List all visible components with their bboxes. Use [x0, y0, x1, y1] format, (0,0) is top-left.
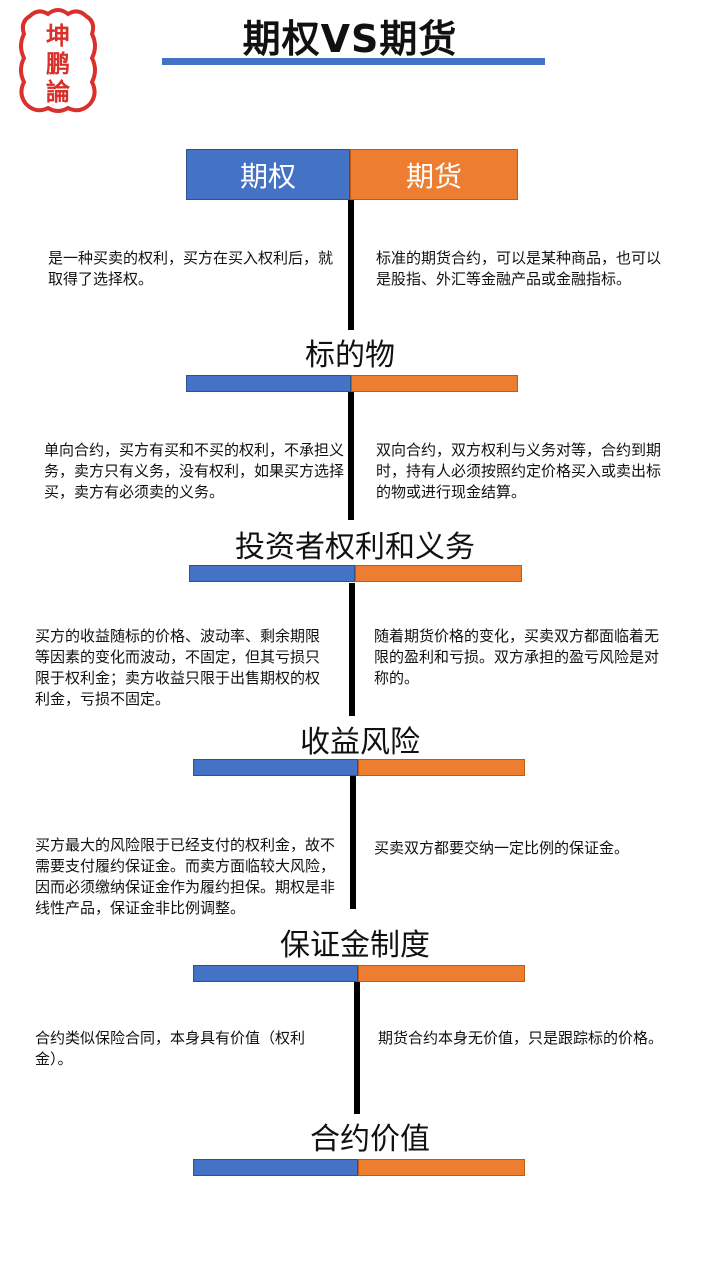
section-title: 收益风险	[300, 725, 420, 760]
seal-logo: 坤 鹏 論	[18, 6, 98, 114]
section-bar-options	[193, 1159, 358, 1176]
timeline-line	[349, 583, 355, 716]
timeline-line	[350, 776, 356, 909]
options-text: 买方的收益随标的价格、波动率、剩余期限等因素的变化而波动，不固定，但其亏损只限于…	[35, 627, 321, 708]
options-text: 合约类似保险合同，本身具有价值（权利金）。	[35, 1029, 306, 1068]
intro-futures-text: 标准的期货合约，可以是某种商品，也可以是股指、外汇等金融产品或金融指标。	[376, 249, 662, 288]
options-text: 买方最大的风险限于已经支付的权利金，故不需要支付履约保证金。而卖方面临较大风险，…	[35, 836, 336, 917]
futures-text: 随着期货价格的变化，买卖双方都面临着无限的盈利和亏损。双方承担的盈亏风险是对称的…	[374, 627, 660, 687]
section-bar-options	[193, 759, 358, 776]
futures-text: 买卖双方都要交纳一定比例的保证金。	[374, 839, 630, 857]
section-bar-futures	[358, 1159, 525, 1176]
section-bar-options	[189, 565, 355, 582]
section-title: 标的物	[305, 338, 395, 373]
section-bar-options	[193, 965, 358, 982]
seal-char-2: 鹏	[46, 49, 70, 78]
intro-options-text: 是一种买卖的权利，买方在买入权利后，就取得了选择权。	[48, 249, 334, 288]
futures-text: 双向合约，双方权利与义务对等，合约到期时，持有人必须按照约定价格买入或卖出标的物…	[376, 441, 662, 501]
section-bar-futures	[351, 375, 518, 392]
timeline-line	[348, 200, 354, 330]
timeline-line	[354, 982, 360, 1114]
section-title: 保证金制度	[280, 928, 430, 963]
options-text: 单向合约，买方有买和不买的权利，不承担义务，卖方只有义务，没有权利，如果买方选择…	[44, 441, 345, 501]
timeline-line	[348, 392, 354, 520]
title-underline	[162, 58, 545, 65]
section-title: 投资者权利和义务	[235, 530, 475, 565]
header-futures: 期货	[350, 149, 518, 200]
section-bar-options	[186, 375, 351, 392]
section-bar-futures	[358, 965, 525, 982]
page-title: 期权VS期货	[242, 17, 458, 61]
section-bar-futures	[358, 759, 525, 776]
section-title: 合约价值	[310, 1122, 430, 1157]
seal-char-1: 坤	[46, 21, 70, 50]
header-options: 期权	[186, 149, 350, 200]
section-bar-futures	[355, 565, 522, 582]
seal-char-3: 論	[46, 77, 71, 106]
futures-text: 期货合约本身无价值，只是跟踪标的价格。	[378, 1029, 664, 1047]
